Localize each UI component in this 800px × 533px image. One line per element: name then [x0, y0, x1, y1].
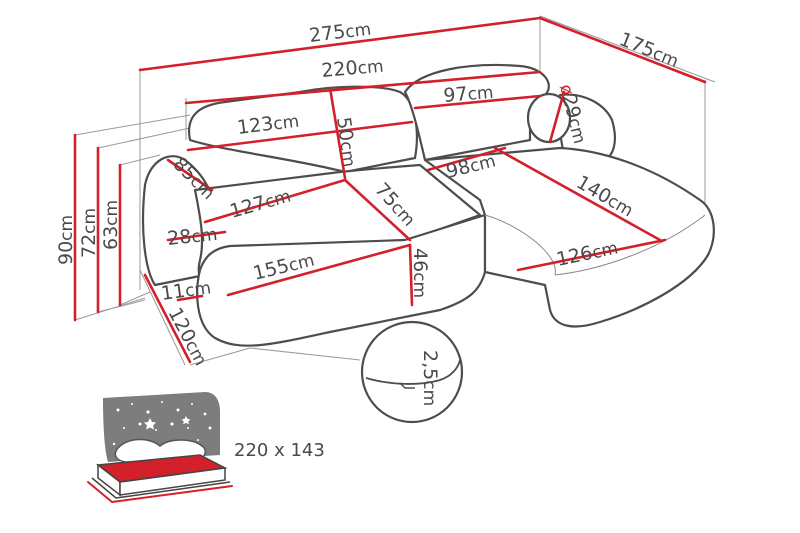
dim-total-width: 275cm — [308, 18, 372, 47]
dim-seat-width: 220cm — [321, 55, 385, 82]
back-cushion-left — [187, 85, 418, 174]
dim-foot-height: 2,5cm — [419, 350, 441, 406]
dim-chaise-back-width: 97cm — [443, 81, 495, 107]
dimension-lines — [73, 16, 707, 364]
dim-height-total: 90cm — [55, 215, 77, 265]
dim-seat-height: 46cm — [409, 248, 431, 298]
sleeping-area-icon — [87, 392, 233, 503]
bed-size-label: 220 x 143 — [234, 440, 325, 461]
dim-back-height-inner: 50cm — [332, 116, 361, 169]
dim-arm-inset: 11cm — [160, 276, 213, 305]
back-cushion-right — [403, 63, 550, 162]
chaise-longue — [423, 146, 715, 328]
extension-lines — [74, 15, 716, 366]
foot-detail — [360, 320, 464, 424]
seat-base — [196, 213, 487, 347]
dim-height-back: 72cm — [78, 208, 100, 258]
dim-armrest-width: 28cm — [166, 223, 218, 250]
dim-height-arm: 63cm — [100, 200, 122, 250]
dimension-labels: 275cm 175cm 220cm 97cm 123cm 50cm 85cm 1… — [55, 18, 682, 407]
dim-total-depth: 175cm — [616, 28, 682, 72]
dim-left-back-width: 123cm — [236, 110, 300, 139]
